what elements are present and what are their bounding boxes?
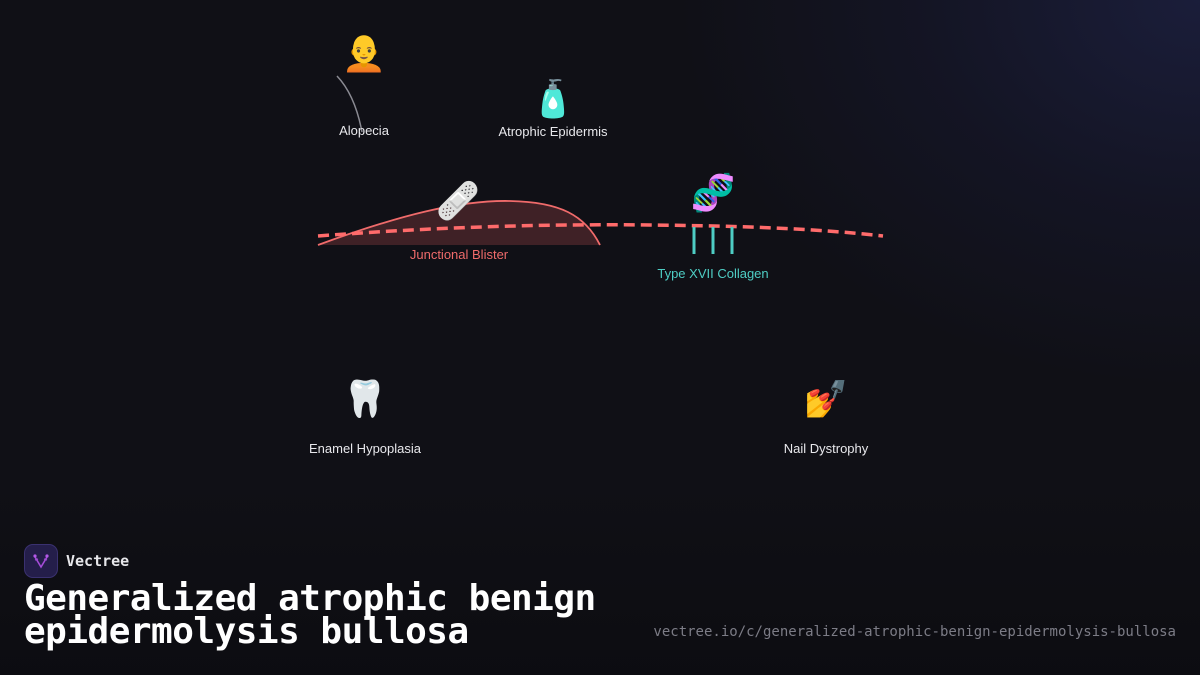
- bandage-icon: 🩹: [435, 181, 481, 222]
- node-nail-dystrophy[interactable]: 💅 Nail Dystrophy: [784, 378, 869, 456]
- alopecia-connector: [336, 75, 363, 133]
- blister-fill: [318, 200, 600, 245]
- bald-person-icon: 🧑‍🦲: [341, 33, 387, 74]
- node-junctional-blister[interactable]: 🩹: [436, 180, 481, 224]
- page-title-line-2: epidermolysis bullosa: [24, 611, 469, 652]
- dna-icon: 🧬: [690, 173, 736, 214]
- nail-polish-icon: 💅: [803, 379, 849, 420]
- type-xvii-collagen-label: Type XVII Collagen: [657, 266, 769, 281]
- blister-outline: [317, 200, 601, 246]
- basement-membrane-line: [317, 223, 884, 238]
- node-alopecia[interactable]: 🧑‍🦲 Alopecia: [339, 32, 389, 138]
- node-enamel-hypoplasia[interactable]: 🦷 Enamel Hypoplasia: [309, 378, 421, 456]
- node-label: Atrophic Epidermis: [498, 124, 608, 139]
- node-type-xvii-collagen[interactable]: 🧬: [691, 172, 736, 216]
- lotion-bottle-icon: 🧴: [530, 79, 576, 120]
- brand[interactable]: Vectree: [24, 544, 129, 578]
- node-label: Nail Dystrophy: [783, 441, 869, 456]
- node-label: Alopecia: [339, 123, 389, 138]
- vectree-logo-icon: [24, 544, 58, 578]
- tooth-icon: 🦷: [342, 379, 388, 420]
- page-title: Generalized atrophic benign epidermolysi…: [24, 581, 596, 650]
- brand-name: Vectree: [66, 552, 130, 570]
- node-label: Enamel Hypoplasia: [308, 441, 422, 456]
- junctional-blister-label: Junctional Blister: [409, 247, 509, 262]
- page-url[interactable]: vectree.io/c/generalized-atrophic-benign…: [653, 624, 1176, 640]
- page-title-line-1: Generalized atrophic benign: [24, 578, 596, 619]
- node-atrophic-epidermis[interactable]: 🧴 Atrophic Epidermis: [498, 78, 607, 139]
- collagen-filaments: [692, 227, 734, 254]
